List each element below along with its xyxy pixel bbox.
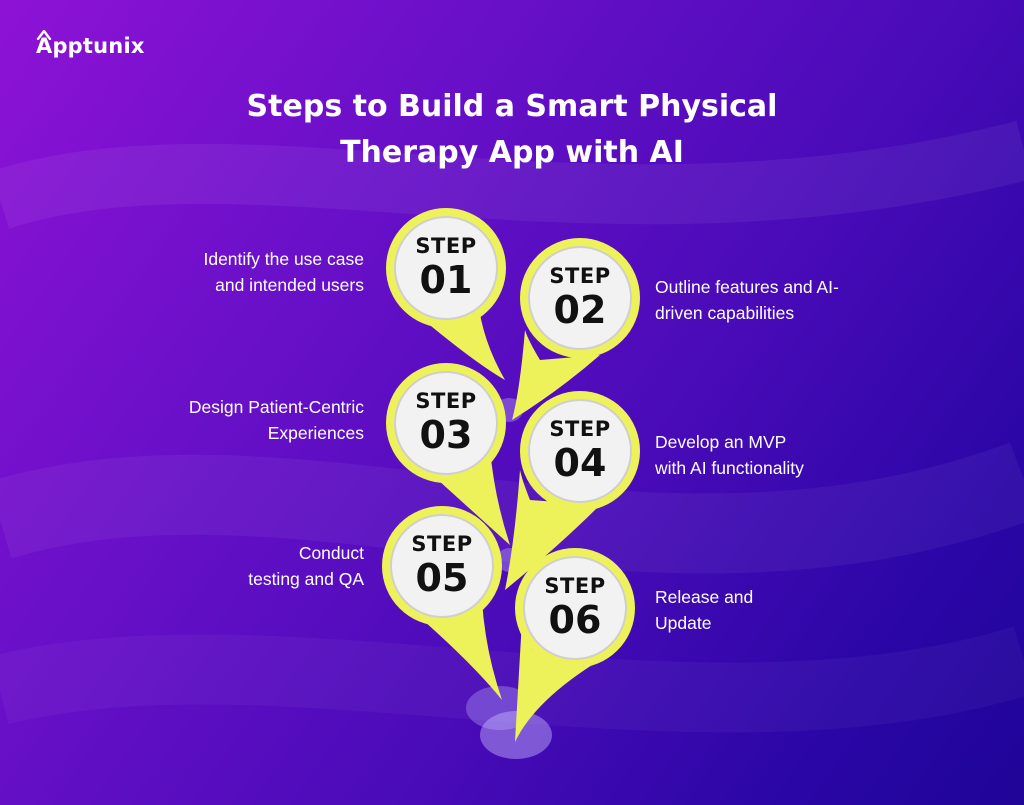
step-01-badge: STEP 01 — [396, 234, 496, 302]
step-01-line-2: and intended users — [215, 275, 364, 295]
step-06-number: 06 — [548, 598, 602, 642]
step-01-description: Identify the use case and intended users — [124, 246, 364, 298]
step-05-word: STEP — [411, 532, 473, 556]
pin-step-01 — [386, 208, 506, 380]
page-title: Steps to Build a Smart Physical Therapy … — [0, 84, 1024, 176]
step-01-line-1: Identify the use case — [203, 249, 364, 269]
step-05-line-1: Conduct — [298, 543, 364, 563]
title-line-1: Steps to Build a Smart Physical — [246, 89, 778, 124]
step-02-line-1: Outline features and AI- — [655, 277, 839, 297]
step-06-line-1: Release and — [655, 587, 754, 607]
step-02-description: Outline features and AI- driven capabili… — [655, 274, 895, 326]
step-04-badge: STEP 04 — [530, 417, 630, 485]
step-03-line-2: Experiences — [267, 423, 364, 443]
step-01-word: STEP — [415, 234, 477, 258]
step-04-number: 04 — [553, 441, 607, 485]
step-03-description: Design Patient-Centric Experiences — [124, 394, 364, 446]
pin-step-06 — [515, 548, 635, 742]
apptunix-logo: Apptunix — [36, 34, 145, 58]
step-03-badge: STEP 03 — [396, 389, 496, 457]
step-02-badge: STEP 02 — [530, 264, 630, 332]
step-05-number: 05 — [415, 556, 469, 600]
step-02-line-2: driven capabilities — [655, 303, 795, 323]
step-06-badge: STEP 06 — [525, 574, 625, 642]
step-06-word: STEP — [544, 574, 606, 598]
step-01-number: 01 — [419, 258, 473, 302]
step-05-line-2: testing and QA — [248, 569, 364, 589]
title-line-2: Therapy App with AI — [340, 135, 684, 170]
step-04-line-2: with AI functionality — [655, 458, 804, 478]
pin-step-05 — [382, 506, 502, 700]
step-03-word: STEP — [415, 389, 477, 413]
pin-step-04 — [505, 391, 640, 590]
step-03-number: 03 — [419, 413, 473, 457]
step-05-description: Conduct testing and QA — [124, 540, 364, 592]
pin-step-02 — [512, 238, 640, 420]
step-04-description: Develop an MVP with AI functionality — [655, 429, 895, 481]
apptunix-logo-mark — [36, 30, 52, 40]
pin-step-03 — [386, 363, 510, 545]
step-03-line-1: Design Patient-Centric — [188, 397, 364, 417]
step-04-word: STEP — [549, 417, 611, 441]
step-02-word: STEP — [549, 264, 611, 288]
step-05-badge: STEP 05 — [392, 532, 492, 600]
step-06-line-2: Update — [655, 613, 712, 633]
step-04-line-1: Develop an MVP — [655, 432, 787, 452]
step-02-number: 02 — [553, 288, 607, 332]
step-06-description: Release and Update — [655, 584, 895, 636]
